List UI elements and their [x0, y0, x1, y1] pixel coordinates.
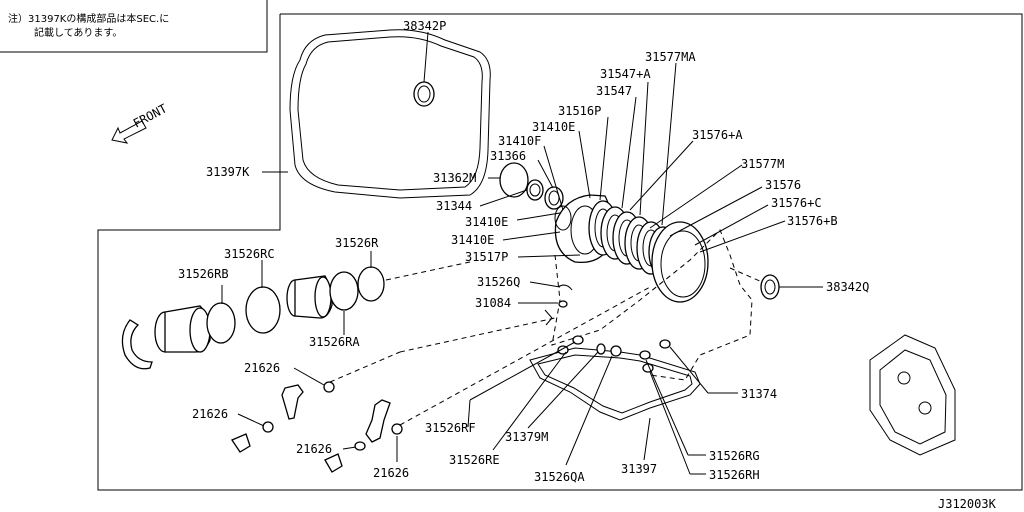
oil-pan-gasket [529, 347, 701, 421]
label-31379m: 31379M [505, 430, 548, 444]
diagram-code: J312003K [938, 497, 997, 511]
note-box: 注）31397Kの構成部品は本SEC.に 記載してあります。 [0, 0, 268, 53]
label-31517p: 31517P [465, 250, 508, 264]
label-31576a: 31576+A [692, 128, 743, 142]
label-31397: 31397 [621, 462, 657, 476]
seal-31526rc [245, 286, 281, 334]
leader-lines [221, 31, 823, 475]
label-31526qa: 31526QA [534, 470, 585, 484]
label-31526rb: 31526RB [178, 267, 229, 281]
valve-body-outline [551, 229, 753, 381]
label-31547: 31547 [596, 84, 632, 98]
filter-31526ra-body [286, 275, 333, 319]
label-31397k: 31397K [206, 165, 250, 179]
label-31410e-1: 31410E [532, 120, 575, 134]
label-31576c: 31576+C [771, 196, 822, 210]
o-ring [639, 350, 651, 360]
label-31374: 31374 [741, 387, 777, 401]
label-31526re: 31526RE [449, 453, 500, 467]
label-31577ma: 31577MA [645, 50, 696, 64]
pipe-fitting [365, 399, 391, 443]
label-31362m: 31362M [433, 171, 476, 185]
washer [262, 421, 274, 433]
piston-31362m [499, 162, 529, 198]
label-31410f: 31410F [498, 134, 541, 148]
part-labels: 38342P 31577MA 31547+A 31547 31516P 3141… [178, 19, 869, 484]
label-31526rf: 31526RF [425, 421, 476, 435]
bolt [231, 433, 251, 453]
label-31526q: 31526Q [477, 275, 520, 289]
pipe-bracket [281, 384, 304, 420]
label-31366: 31366 [490, 149, 526, 163]
snap-ring [121, 319, 153, 370]
label-31410e-2: 31410E [465, 215, 508, 229]
o-ring [659, 339, 671, 349]
label-31344: 31344 [436, 199, 472, 213]
seal-38342q [760, 274, 780, 300]
note-line-2: 記載してあります。 [34, 26, 122, 39]
pin-31084 [558, 300, 568, 308]
label-31576b: 31576+B [787, 214, 838, 228]
seal-31526ra [329, 271, 359, 311]
front-label: FRONT [131, 101, 169, 130]
retaining-plate [651, 221, 709, 303]
label-31547a: 31547+A [600, 67, 651, 81]
label-38342p: 38342P [403, 19, 446, 33]
label-21626-2: 21626 [192, 407, 228, 421]
label-38342q: 38342Q [826, 280, 869, 294]
ring-31366 [544, 186, 564, 210]
label-31410e-3: 31410E [451, 233, 494, 247]
label-31526rc: 31526RC [224, 247, 275, 261]
label-31576: 31576 [765, 178, 801, 192]
clip-31526q [557, 284, 573, 291]
side-cover-gasket [289, 29, 491, 199]
front-arrow: FRONT [111, 101, 169, 144]
bolt [324, 453, 343, 473]
filter-31526rb-body [154, 305, 211, 353]
label-31577m: 31577M [741, 157, 784, 171]
label-31526r: 31526R [335, 236, 379, 250]
washer [354, 441, 366, 451]
o-ring [610, 345, 622, 357]
label-31084: 31084 [475, 296, 511, 310]
washer [391, 423, 403, 435]
main-frame [97, 13, 1023, 491]
valve-body-inset [869, 334, 956, 456]
side-cover-gasket-inner [297, 36, 483, 191]
o-ring [572, 335, 584, 345]
seal-31526r [357, 266, 385, 302]
seal-31526rb [206, 302, 236, 344]
label-21626-1: 21626 [244, 361, 280, 375]
label-21626-4: 21626 [373, 466, 409, 480]
note-line-1: 注）31397Kの構成部品は本SEC.に [8, 12, 169, 25]
label-31526rh: 31526RH [709, 468, 760, 482]
washer [323, 381, 335, 393]
label-31526ra: 31526RA [309, 335, 360, 349]
front-arrow-icon [111, 120, 147, 144]
label-21626-3: 21626 [296, 442, 332, 456]
o-ring [596, 343, 606, 355]
seal-31344 [526, 179, 544, 201]
label-31516p: 31516P [558, 104, 601, 118]
label-31526rg: 31526RG [709, 449, 760, 463]
